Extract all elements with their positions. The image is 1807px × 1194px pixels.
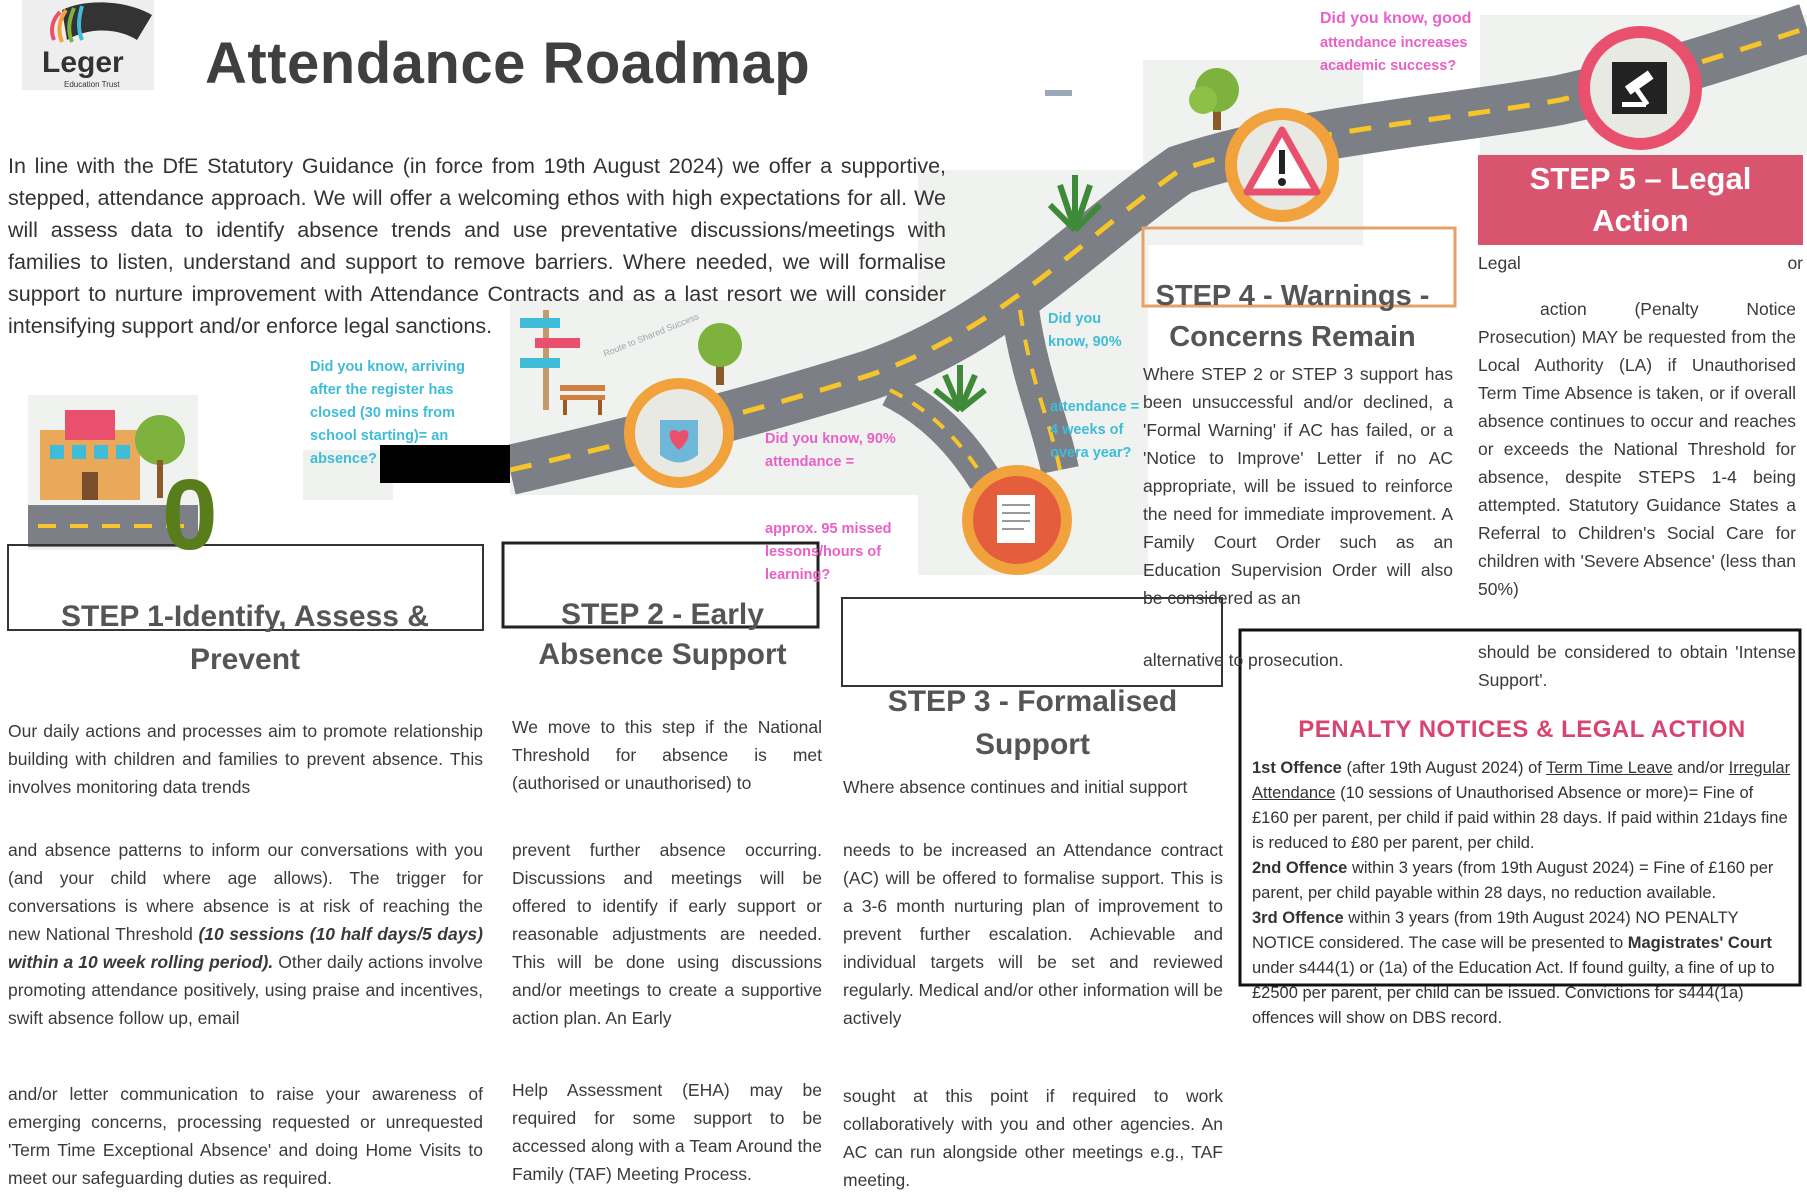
- step4-paragraph-1: Where STEP 2 or STEP 3 support has been …: [1143, 364, 1453, 608]
- fact-ninety-percent-2: approx. 95 missed lessons/hours of learn…: [765, 521, 892, 583]
- horse-logo-icon: [50, 2, 152, 43]
- main-road-line: [509, 25, 1807, 473]
- fact-cyan-fragment-1: Did you know, 90%: [1048, 311, 1122, 350]
- contract-icon: [962, 465, 1072, 575]
- step5-paragraph-1: action (Penalty Notice Prosecution) MAY …: [1478, 299, 1796, 599]
- offence-3-label: 3rd Offence: [1252, 909, 1344, 927]
- tree-icon: [1189, 68, 1239, 130]
- step1-paragraph-2: and absence patterns to inform our conve…: [8, 836, 483, 1032]
- tree-icon: [698, 323, 742, 385]
- offence-2-text: within 3 years (from 19th August 2024) =…: [1252, 859, 1774, 902]
- offence-1-label: 1st Offence: [1252, 759, 1342, 777]
- offence-1-text-b: and/or: [1672, 759, 1729, 777]
- irregular-attendance: Irregular Attendance: [1252, 759, 1791, 802]
- step-zero-marker: 0: [162, 459, 218, 571]
- step5-legal-word: Legal: [1478, 253, 1521, 273]
- heart-hand-icon: [624, 378, 734, 488]
- fact-good-attendance-1: Did you know, good: [1320, 10, 1472, 27]
- step5-title-line2: – No Improvement: [1505, 245, 1776, 280]
- penalty-frame: [1238, 628, 1802, 987]
- warning-icon: [1225, 108, 1339, 222]
- offence-2-label: 2nd Offence: [1252, 859, 1348, 877]
- step3-title: STEP 3 - Formalised Support: [887, 685, 1178, 761]
- term-time-leave: Term Time Leave: [1546, 759, 1673, 777]
- step1-p2-text: and absence patterns to inform our conve…: [8, 840, 483, 944]
- step5-title-line1: STEP 5 – Legal Action: [1529, 161, 1752, 238]
- step1-threshold: (10 sessions (10 half days/5 days) withi…: [8, 924, 483, 972]
- step2-paragraph-3: Help Assessment (EHA) may be required fo…: [512, 1080, 822, 1184]
- fact-arriving-late: Did you know, arriving after the registe…: [310, 359, 465, 467]
- magistrates-court: Magistrates' Court: [1627, 934, 1772, 952]
- offence-1-text-a: (after 19th August 2024) of: [1341, 759, 1547, 777]
- branch-road: [1001, 307, 1079, 474]
- step5-or-word: or: [1787, 253, 1803, 273]
- offence-3-text-a: within 3 years (from 19th August 2024) N…: [1252, 909, 1739, 952]
- step4-title: STEP 4 - Warnings - Concerns Remain: [1155, 280, 1430, 353]
- step1-paragraph-3: and/or letter communication to raise you…: [8, 1084, 483, 1188]
- step1-frame: [7, 544, 484, 631]
- offence-3-text-c: under s444(1) or (1a) of the Education A…: [1252, 959, 1775, 1027]
- step5-banner: STEP 5 – Legal Action – No Improvement: [1478, 155, 1803, 280]
- school-icon: [40, 410, 185, 500]
- page-title: Attendance Roadmap: [205, 31, 811, 96]
- step1-p2-rest: Other daily actions involve promoting at…: [8, 952, 483, 1028]
- logo-subtext: Education Trust: [64, 80, 120, 89]
- step2-paragraph-1: We move to this step if the National Thr…: [512, 717, 822, 793]
- fact-ninety-percent-1: Did you know, 90% attendance =: [765, 431, 896, 470]
- plant-icon: [933, 365, 987, 413]
- step5-paragraph-2: should be considered to obtain 'Intense …: [1478, 642, 1796, 690]
- step3-paragraph-3: sought at this point if required to work…: [843, 1086, 1223, 1190]
- bench-icon: [560, 385, 605, 415]
- fact-panel-bg: [303, 450, 393, 500]
- logo: Leger Education Trust: [22, 0, 154, 90]
- side-road-line: [889, 388, 987, 482]
- step1-title: STEP 1-Identify, Assess & Prevent: [61, 600, 429, 676]
- penalty-offence-3: 3rd Offence within 3 years (from 19th Au…: [1252, 906, 1792, 1031]
- step3-frame: [841, 597, 1223, 687]
- offence-1-text-c: (10 sessions of Unauthorised Absence or …: [1252, 784, 1788, 852]
- fact-cyan-fragment-2: attendance = 4 weeks of overa year?: [1050, 399, 1140, 461]
- step5-legal-row: Legal or: [1478, 249, 1803, 277]
- penalty-offence-2: 2nd Offence within 3 years (from 19th Au…: [1252, 856, 1792, 906]
- signpost-icon: [520, 310, 580, 410]
- step2-paragraph-2: prevent further absence occurring. Discu…: [512, 840, 822, 1028]
- plant-icon: [1047, 175, 1103, 233]
- step3-paragraph-2: needs to be increased an Attendance cont…: [843, 840, 1223, 1028]
- step2-title: STEP 2 - Early Absence Support: [538, 598, 787, 671]
- fact-good-attendance-2: attendance increases academic success?: [1320, 35, 1468, 74]
- intro-paragraph: In line with the DfE Statutory Guidance …: [8, 154, 946, 338]
- step2-frame: [501, 541, 820, 629]
- step4-paragraph-2: alternative to prosecution.: [1143, 650, 1344, 670]
- gavel-icon: [1578, 26, 1702, 150]
- penalty-title: PENALTY NOTICES & LEGAL ACTION: [1298, 716, 1746, 743]
- penalty-offence-1: 1st Offence (after 19th August 2024) of …: [1252, 756, 1792, 856]
- penalty-section: PENALTY NOTICES & LEGAL ACTION 1st Offen…: [1252, 716, 1792, 1031]
- divider-mark: [1045, 90, 1072, 96]
- logo-text: Leger: [42, 46, 124, 79]
- step1-paragraph-1: Our daily actions and processes aim to p…: [8, 721, 483, 797]
- redaction-block: [380, 445, 510, 483]
- step3-paragraph-1: Where absence continues and initial supp…: [843, 777, 1188, 797]
